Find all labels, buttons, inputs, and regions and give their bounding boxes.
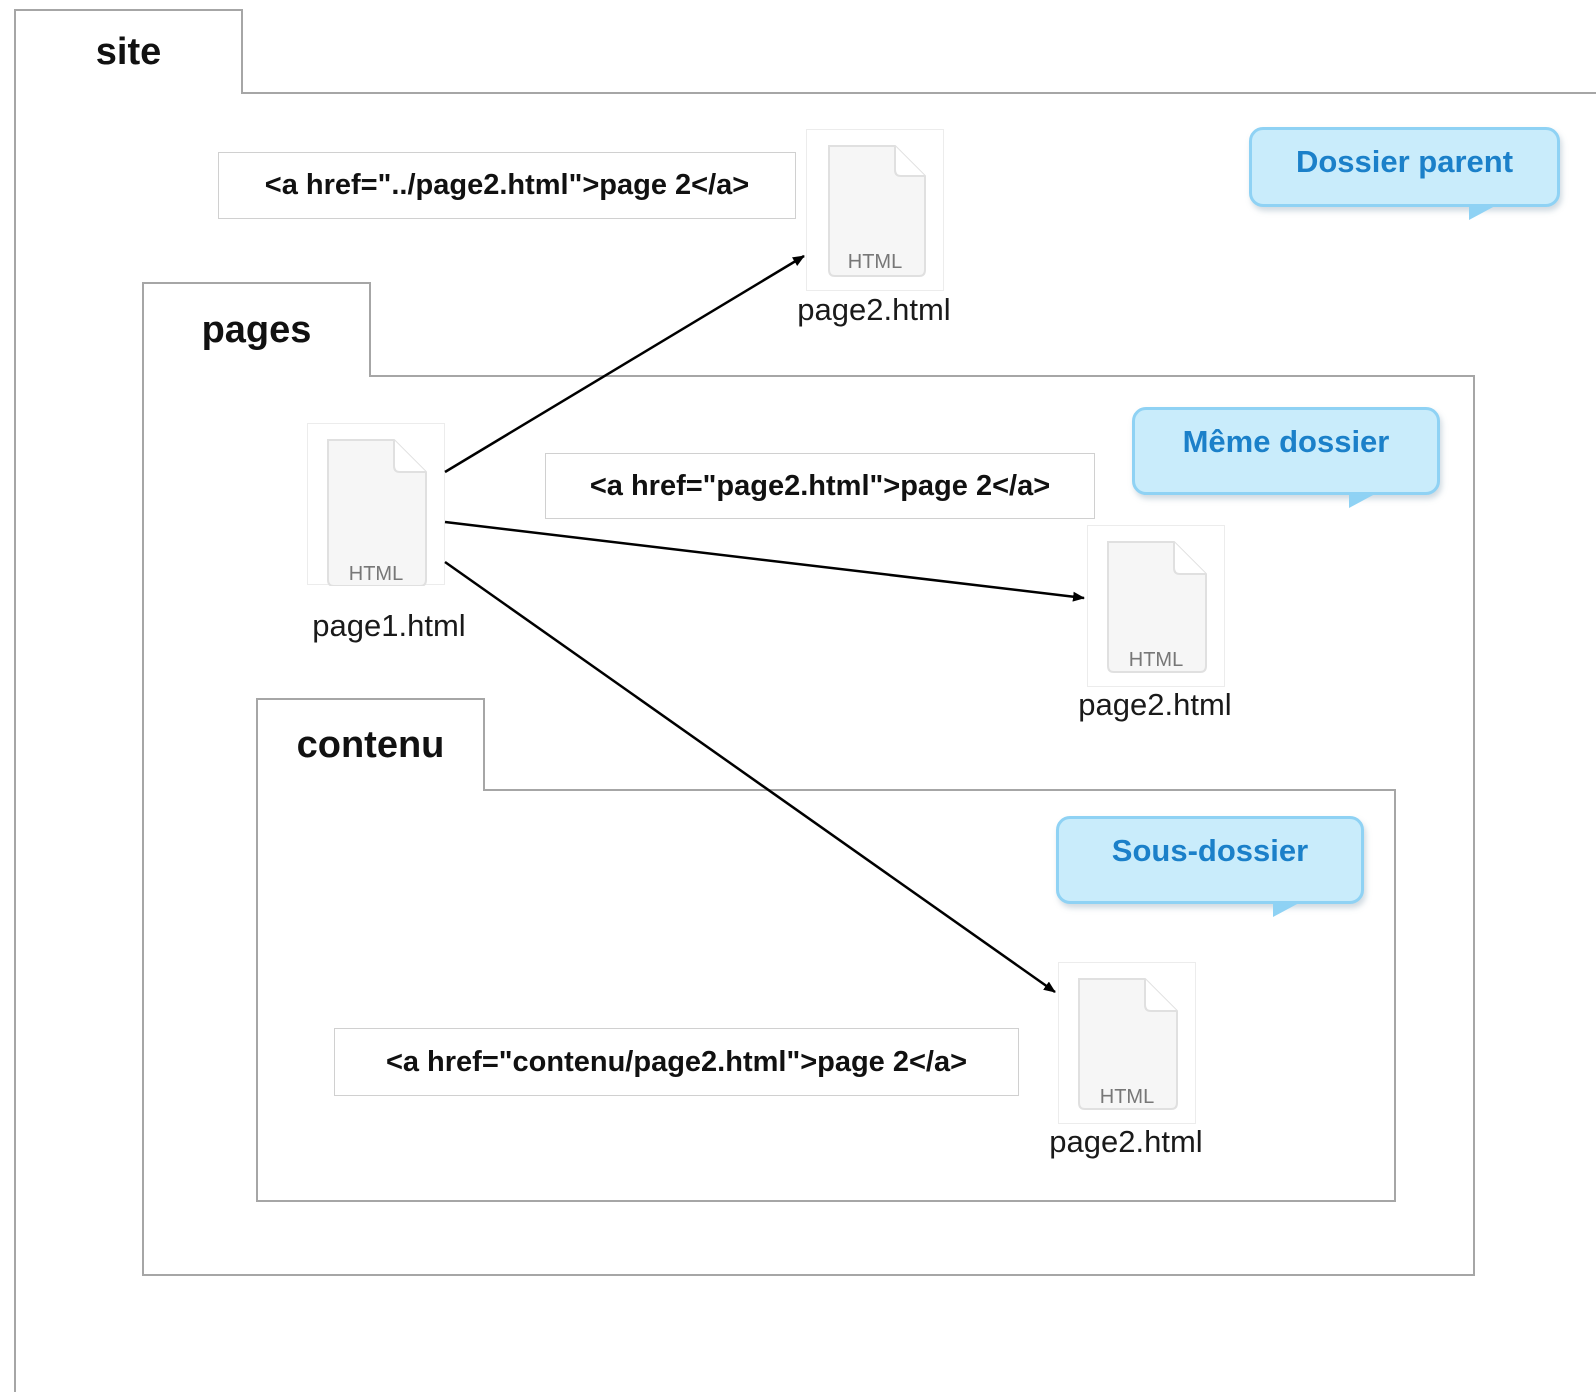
callout-meme-dossier: Même dossier <box>1132 407 1440 508</box>
pages-folder-tab: pages <box>142 282 371 377</box>
html-file-icon: HTML <box>1087 525 1225 687</box>
subfolder-link-code: <a href="contenu/page2.html">page 2</a> <box>334 1028 1019 1096</box>
same-folder-link-code: <a href="page2.html">page 2</a> <box>545 453 1095 519</box>
page2-same-filename: page2.html <box>1078 687 1232 722</box>
page1-filename: page1.html <box>312 608 466 643</box>
contenu-folder-tab: contenu <box>256 698 485 791</box>
html-file-icon: HTML <box>806 129 944 291</box>
html-file-icon-label: HTML <box>349 563 403 585</box>
callout-meme-dossier-label: Même dossier <box>1182 424 1390 459</box>
contenu-folder-label: contenu <box>296 724 445 766</box>
html-file-icon: HTML <box>1058 962 1196 1124</box>
html-file-icon-label: HTML <box>1100 1086 1154 1108</box>
callout-dossier-parent-label: Dossier parent <box>1295 144 1514 179</box>
html-file-icon: HTML <box>307 423 445 586</box>
callout-sous-dossier: Sous-dossier <box>1056 816 1364 917</box>
callout-dossier-parent: Dossier parent <box>1249 127 1560 220</box>
site-folder-tab: site <box>14 9 243 94</box>
parent-link-code: <a href="../page2.html">page 2</a> <box>218 152 796 219</box>
html-file-icon-label: HTML <box>1129 649 1183 671</box>
pages-folder-body <box>142 375 1475 1276</box>
page2-sub-filename: page2.html <box>1049 1124 1203 1159</box>
site-folder-body <box>14 92 1596 1392</box>
page2-parent-filename: page2.html <box>797 292 951 327</box>
html-file-icon-label: HTML <box>848 251 902 273</box>
callout-sous-dossier-label: Sous-dossier <box>1111 833 1309 868</box>
site-folder-label: site <box>95 31 162 73</box>
pages-folder-label: pages <box>201 309 312 351</box>
